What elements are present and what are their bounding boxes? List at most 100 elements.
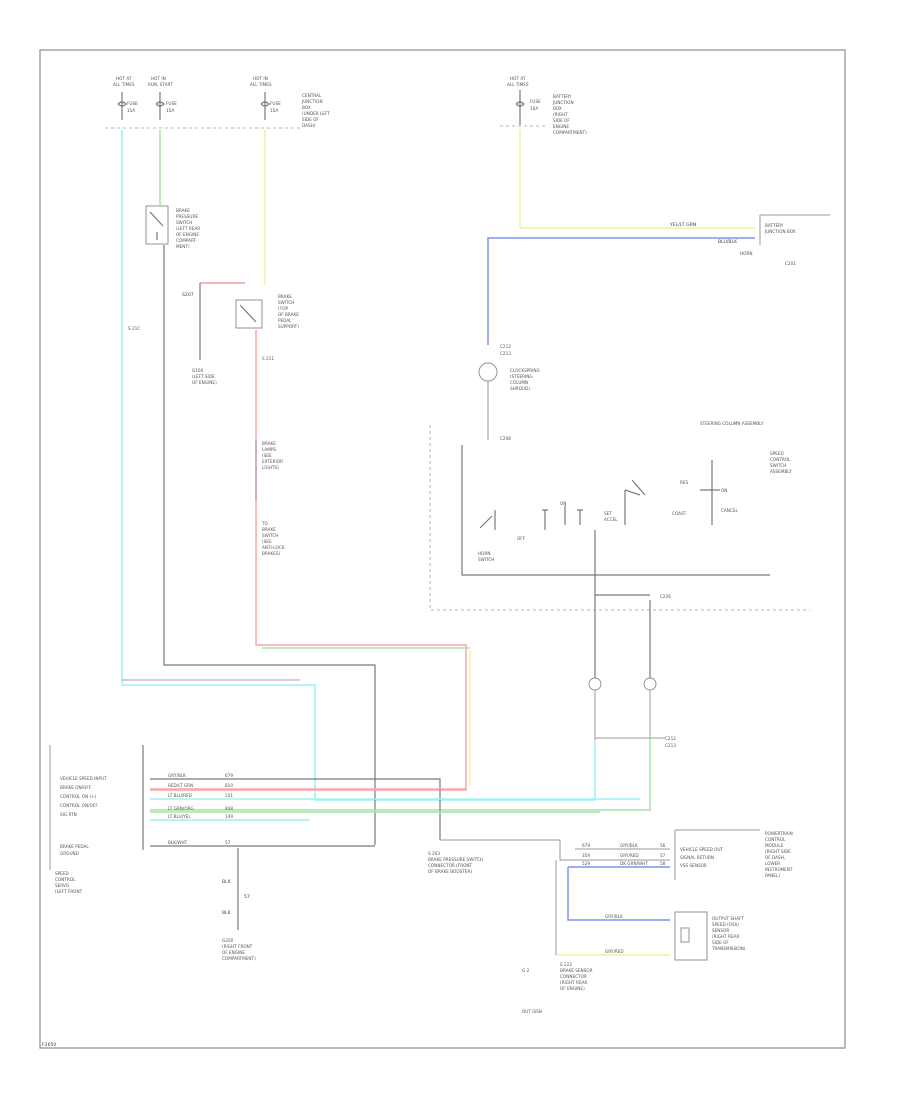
speed-switch-assembly-label: SPEED CONTROL SWITCH ASSEMBLY	[770, 451, 792, 474]
sw3-circuit: 848	[225, 806, 233, 811]
fuse-4-line2: ALL TIMES	[507, 82, 529, 87]
bps-l0: BRAKE	[176, 208, 190, 213]
sw1-color: RED/LT GRN	[168, 783, 193, 788]
sc-l0: SPEED	[55, 871, 69, 876]
s222-l4: OF ENGINE)	[560, 986, 585, 991]
servo-pin-5: BRAKE PEDAL	[60, 844, 89, 849]
bps-l6: MENT)	[176, 244, 190, 249]
jb1-l2: BOX	[302, 105, 311, 110]
junction-box-1-label: CENTRAL JUNCTION BOX (UNDER LEFT SIDE OF…	[301, 93, 330, 128]
sw-cancel: CANCEL	[721, 508, 738, 513]
fuse-2-rating: 15A	[166, 108, 174, 113]
fuse-2-symbol	[155, 92, 165, 120]
fuse-3-symbol	[260, 92, 270, 120]
vss-label: OUTPUT SHAFT SPEED (OSS) SENSOR (RIGHT R…	[711, 916, 746, 951]
corner-id: F2650	[42, 1042, 56, 1048]
jb1-l4: SIDE OF	[302, 117, 319, 122]
vss-sensor-core	[680, 927, 690, 943]
pcm-l3: (RIGHT SIDE	[765, 849, 791, 854]
fuse-2-fuse: FUSE	[166, 101, 177, 106]
pcm-pin-1: SIGNAL RETURN	[680, 855, 714, 860]
fuse-1-line2: ALL TIMES	[113, 82, 135, 87]
ppm-l0: S 203	[428, 851, 440, 856]
bl-l1: LAMPS	[262, 447, 276, 452]
brake-switch-contact	[239, 304, 257, 323]
jb2-l2: BOX	[553, 106, 562, 111]
set-accel-switch	[624, 479, 646, 525]
grnd-label: G 2	[522, 968, 530, 973]
fuse-3-line2: ALL TIMES	[250, 82, 272, 87]
s222-l1: BRAKE SENSOR	[560, 968, 593, 973]
ground-g1-l2: OF ENGINE)	[192, 380, 217, 385]
wires-switches-down	[594, 530, 651, 680]
bs-l0: BRAKE	[278, 294, 292, 299]
sw0-color: GRY/BLK	[168, 773, 186, 778]
sw2-circuit: 151	[225, 793, 233, 798]
pw1-color: GRY/RED	[620, 853, 639, 858]
sw-set: SET	[604, 511, 612, 516]
bps-l3: (LEFT REAR	[176, 226, 200, 231]
jb1-l1: JUNCTION	[301, 99, 323, 104]
sw-horn: HORN	[478, 551, 491, 556]
fuse-2-line1: HOT IN	[151, 76, 166, 81]
diagram-frame	[39, 49, 846, 1049]
bl-l4: LIGHTS)	[262, 465, 279, 470]
fuse-1-fuse: FUSE	[127, 101, 138, 106]
servo-module-label: SPEED CONTROL SERVO (LEFT FRONT	[55, 871, 83, 894]
pw2-circuit: 58	[660, 861, 666, 866]
vss-sensor	[674, 911, 708, 961]
servo-pin-0: VEHICLE SPEED INPUT	[60, 776, 107, 781]
pcm-l2: MODULE	[765, 843, 784, 848]
bs-l1: SWITCH	[278, 300, 294, 305]
vss-wire-1: GRY/RED	[605, 949, 624, 954]
pw1-circuit: 57	[660, 853, 666, 858]
sw2-color: LT BLU/RED	[168, 793, 192, 798]
wire-yel-right	[519, 130, 755, 229]
bat-reset-l1: JUNCTION BOX	[764, 229, 796, 234]
s203-label: S 203 BRAKE PRESSURE SWITCH CONNECTOR (F…	[428, 851, 483, 874]
ppm-l1: BRAKE PRESSURE SWITCH	[428, 857, 483, 862]
cs-l2: COLUMN	[510, 380, 528, 385]
wire-blue-right	[487, 237, 755, 345]
fuse-4-rating: 10A	[530, 106, 538, 111]
fuse-3-rating: 15A	[270, 108, 278, 113]
bl-l2: (SEE	[262, 453, 272, 458]
splice-s21c: S 21C	[128, 326, 140, 331]
sw-res: RES	[680, 480, 689, 485]
clock-spring	[478, 362, 498, 382]
servo-pins: VEHICLE SPEED INPUT BRAKE ON/OFF CONTROL…	[60, 776, 107, 856]
bottom-label: OUT ISSN	[522, 1009, 542, 1014]
to-brake-lamp-label: TO BRAKE SWITCH (SEE ANTI-LOCK BRAKES)	[261, 521, 285, 556]
servo-pin-2: CONTROL ON (+)	[60, 794, 97, 799]
s222-l2: CONNECTOR	[560, 974, 587, 979]
pcm-l0: POWERTRAIN	[765, 831, 793, 836]
tbl-l3: (SEE	[262, 539, 272, 544]
jb2-l3: (RIGHT	[553, 112, 568, 117]
horn-ref: HORN	[740, 251, 753, 256]
bps-l2: SWITCH	[176, 220, 192, 225]
cs-c208: C208	[500, 436, 511, 441]
wire-pink	[150, 330, 467, 791]
fuse-group-3: HOT IN ALL TIMES FUSE 15A	[250, 76, 281, 120]
wire-yel-right-label: YEL/LT GRN	[669, 222, 696, 228]
gnd-s2: 57	[244, 894, 250, 900]
sw-off: OFF	[517, 536, 526, 541]
pw1-pin: 359	[582, 853, 590, 858]
servo-wire-gryblk	[150, 778, 441, 840]
cs-l1: (STEERING	[510, 374, 533, 379]
bl-l3: EXTERIOR	[262, 459, 283, 464]
bps-l5: COMPART-	[176, 238, 198, 243]
jb1-l0: CENTRAL	[302, 93, 322, 98]
connector-lower-2	[643, 677, 657, 691]
wire-bps-black	[163, 245, 376, 845]
tbl-l0: TO	[261, 521, 269, 526]
pw2-color: DK GRN/WHT	[620, 861, 648, 866]
wire-lt-grn-servo	[150, 735, 651, 811]
bps-l4: OF ENGINE	[176, 232, 199, 237]
cs-c213: C213	[500, 351, 511, 356]
fuse-4-line1: HOT AT	[510, 76, 526, 81]
pcm-connector	[674, 829, 760, 880]
sw4-circuit: 149	[225, 814, 233, 819]
ppm-l2: CONNECTOR (FRONT	[428, 863, 473, 868]
battery-jb-connector	[759, 214, 830, 245]
